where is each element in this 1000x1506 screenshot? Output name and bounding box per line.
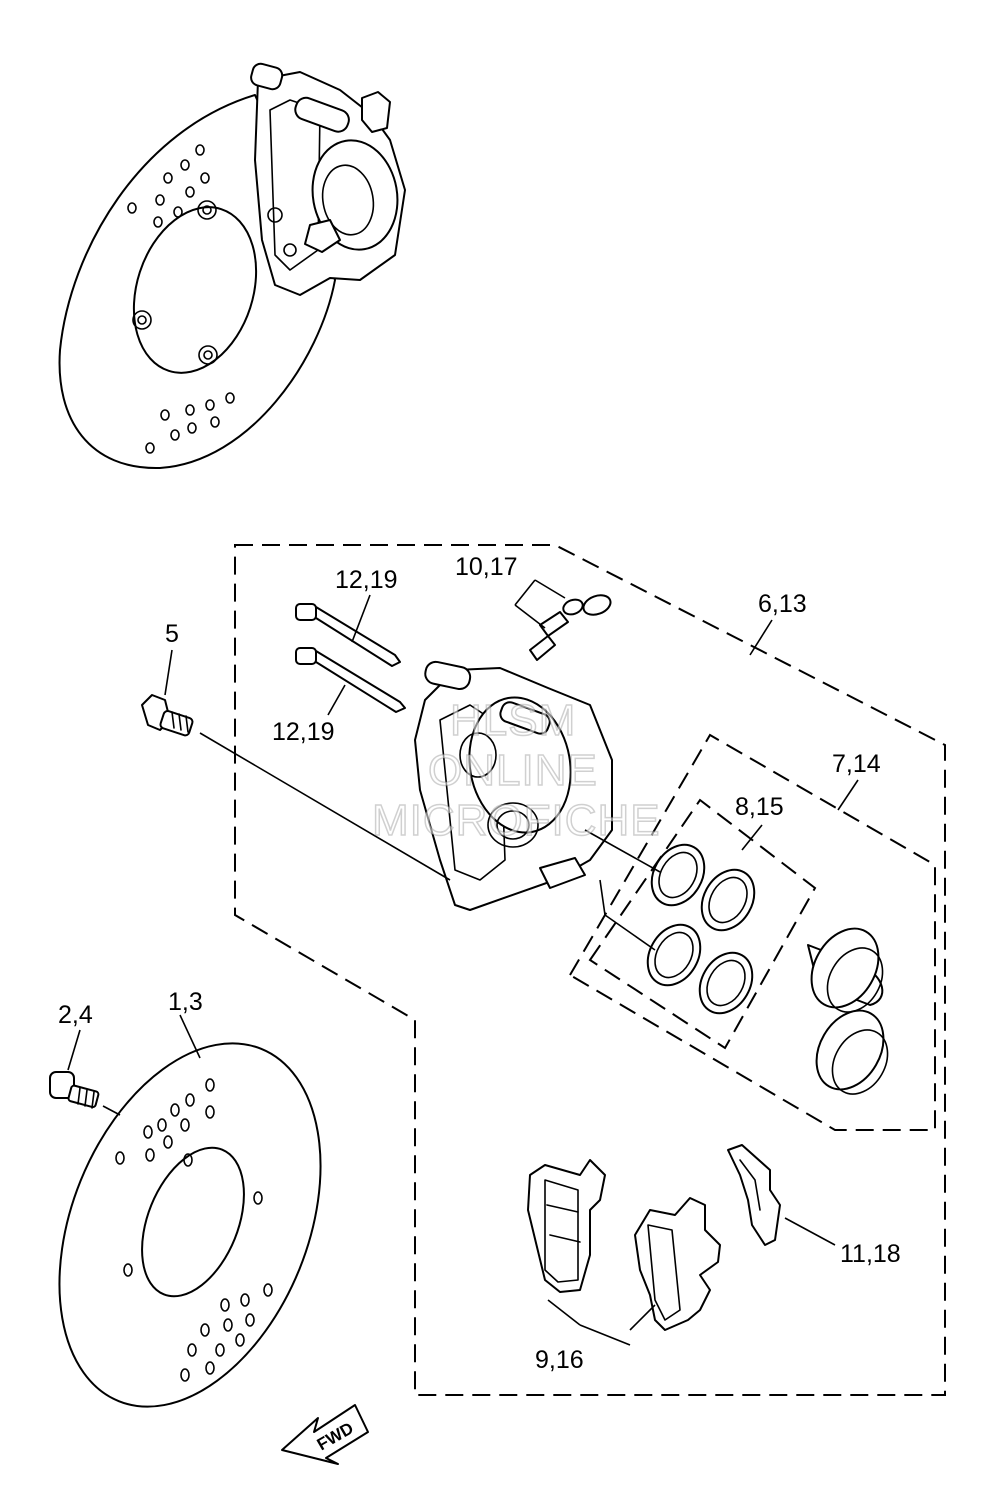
callout-11-18: 11,18 [840,1240,901,1268]
callout-labels: 12,19 10,17 6,13 5 12,19 7,14 8,15 2,4 1… [58,553,901,1374]
caliper-bolt-upper [295,603,401,667]
assembled-disc-caliper [58,62,406,470]
seal-kit-boundary [568,733,936,1131]
callout-9-16: 9,16 [535,1346,584,1374]
watermark: HLSM ONLINE MICROFICHE [371,695,661,846]
callout-7-14: 7,14 [832,750,881,778]
piston-seals [584,829,756,1015]
brake-pads [527,1159,721,1346]
caliper-bolt-lower [295,647,406,713]
leader-lines [67,579,859,1071]
watermark-line-1: HLSM [450,696,576,745]
callout-2-4: 2,4 [58,1001,93,1029]
callout-12-19-top: 12,19 [335,566,398,594]
callout-1-3: 1,3 [168,988,203,1016]
pad-spring [727,1144,836,1246]
callout-10-17: 10,17 [455,553,518,581]
caliper-body [414,660,613,911]
callout-8-15: 8,15 [735,793,784,821]
piston-seal-boundary [588,798,817,1050]
caliper-assembly-boundary [234,544,946,1396]
mounting-bolt-5 [141,694,451,881]
pistons [807,927,889,1095]
bleed-screw [529,594,612,661]
callout-5: 5 [165,620,179,648]
disc-bolt [49,1071,121,1116]
fwd-arrow: FWD [281,1404,369,1465]
brake-disc [58,1042,322,1408]
watermark-line-2: ONLINE [428,746,598,795]
watermark-line-3: MICROFICHE [372,796,661,845]
callout-6-13: 6,13 [758,590,807,618]
callout-12-19-bottom: 12,19 [272,718,335,746]
